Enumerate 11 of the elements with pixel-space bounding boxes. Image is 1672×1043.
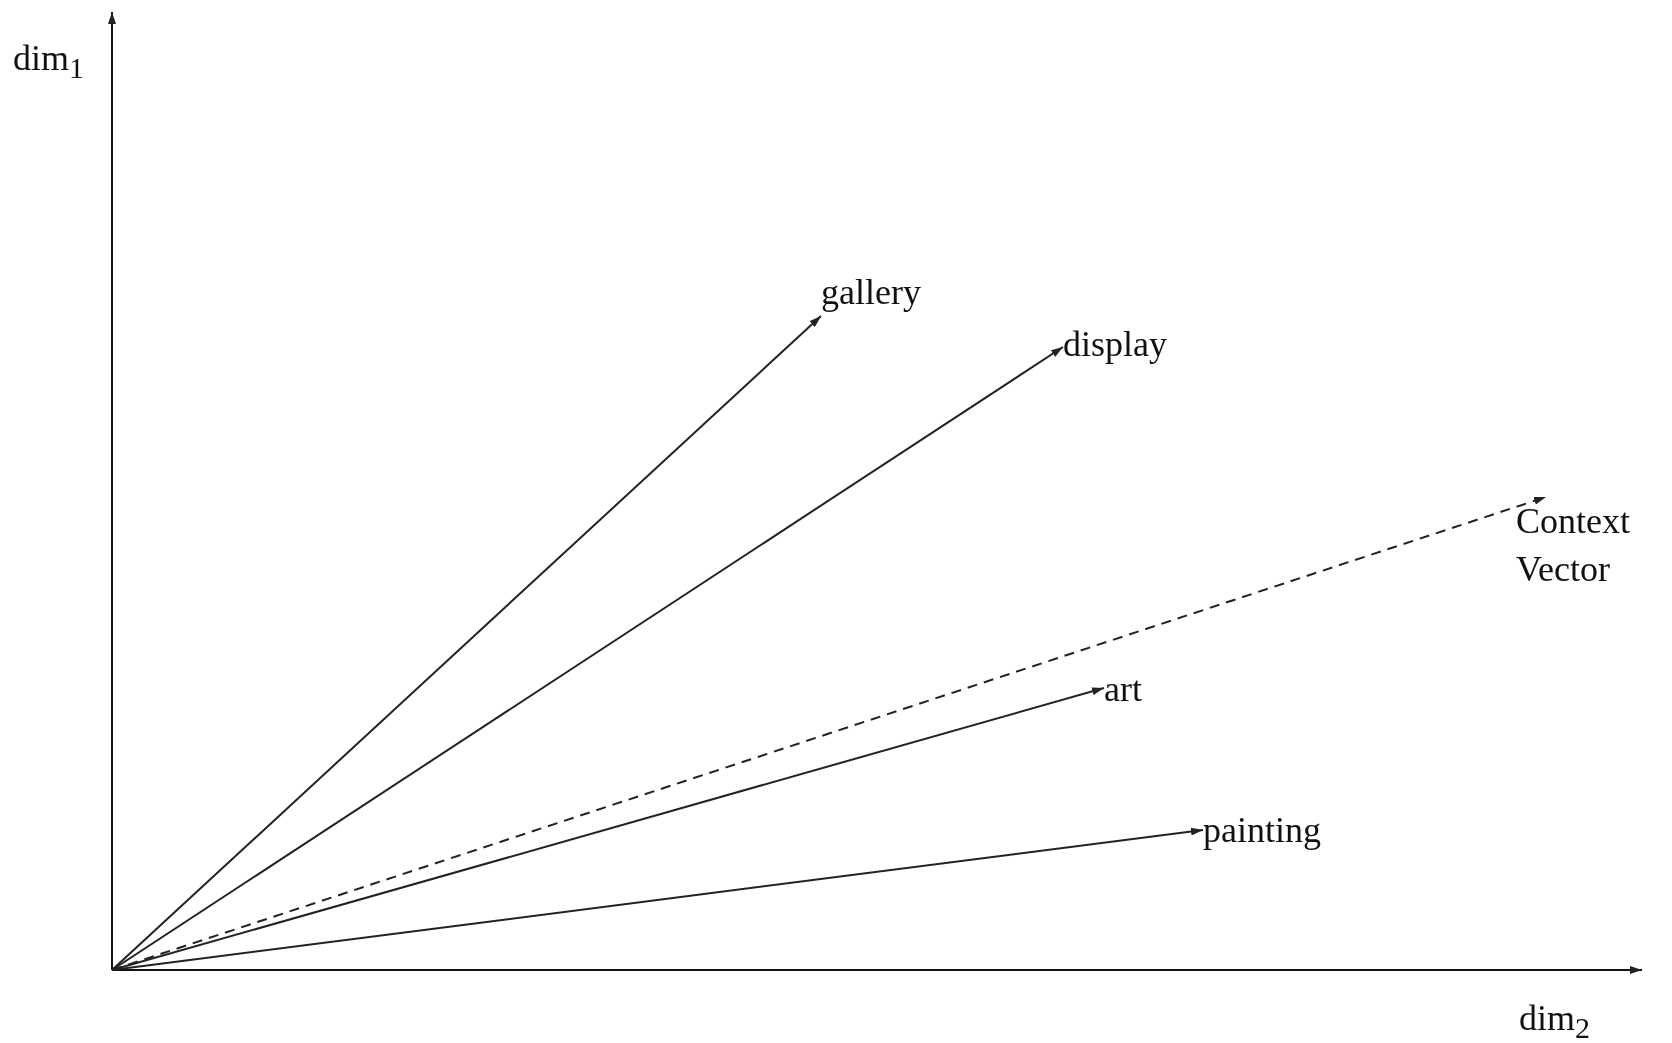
axis-label: dim$_{2}$ [1519,997,1590,1043]
vector-arrow [111,315,822,971]
vector-arrow [111,827,1204,971]
vector-label: art [1104,665,1142,713]
axis-label: dim$_{1}$ [13,37,84,87]
vector-label: painting [1203,806,1321,854]
vector-arrow [111,346,1064,971]
vector-label: gallery [821,268,921,316]
vector-label: display [1063,320,1167,368]
vector-arrow [111,496,1547,971]
vector-label: Context Vector [1516,497,1656,593]
